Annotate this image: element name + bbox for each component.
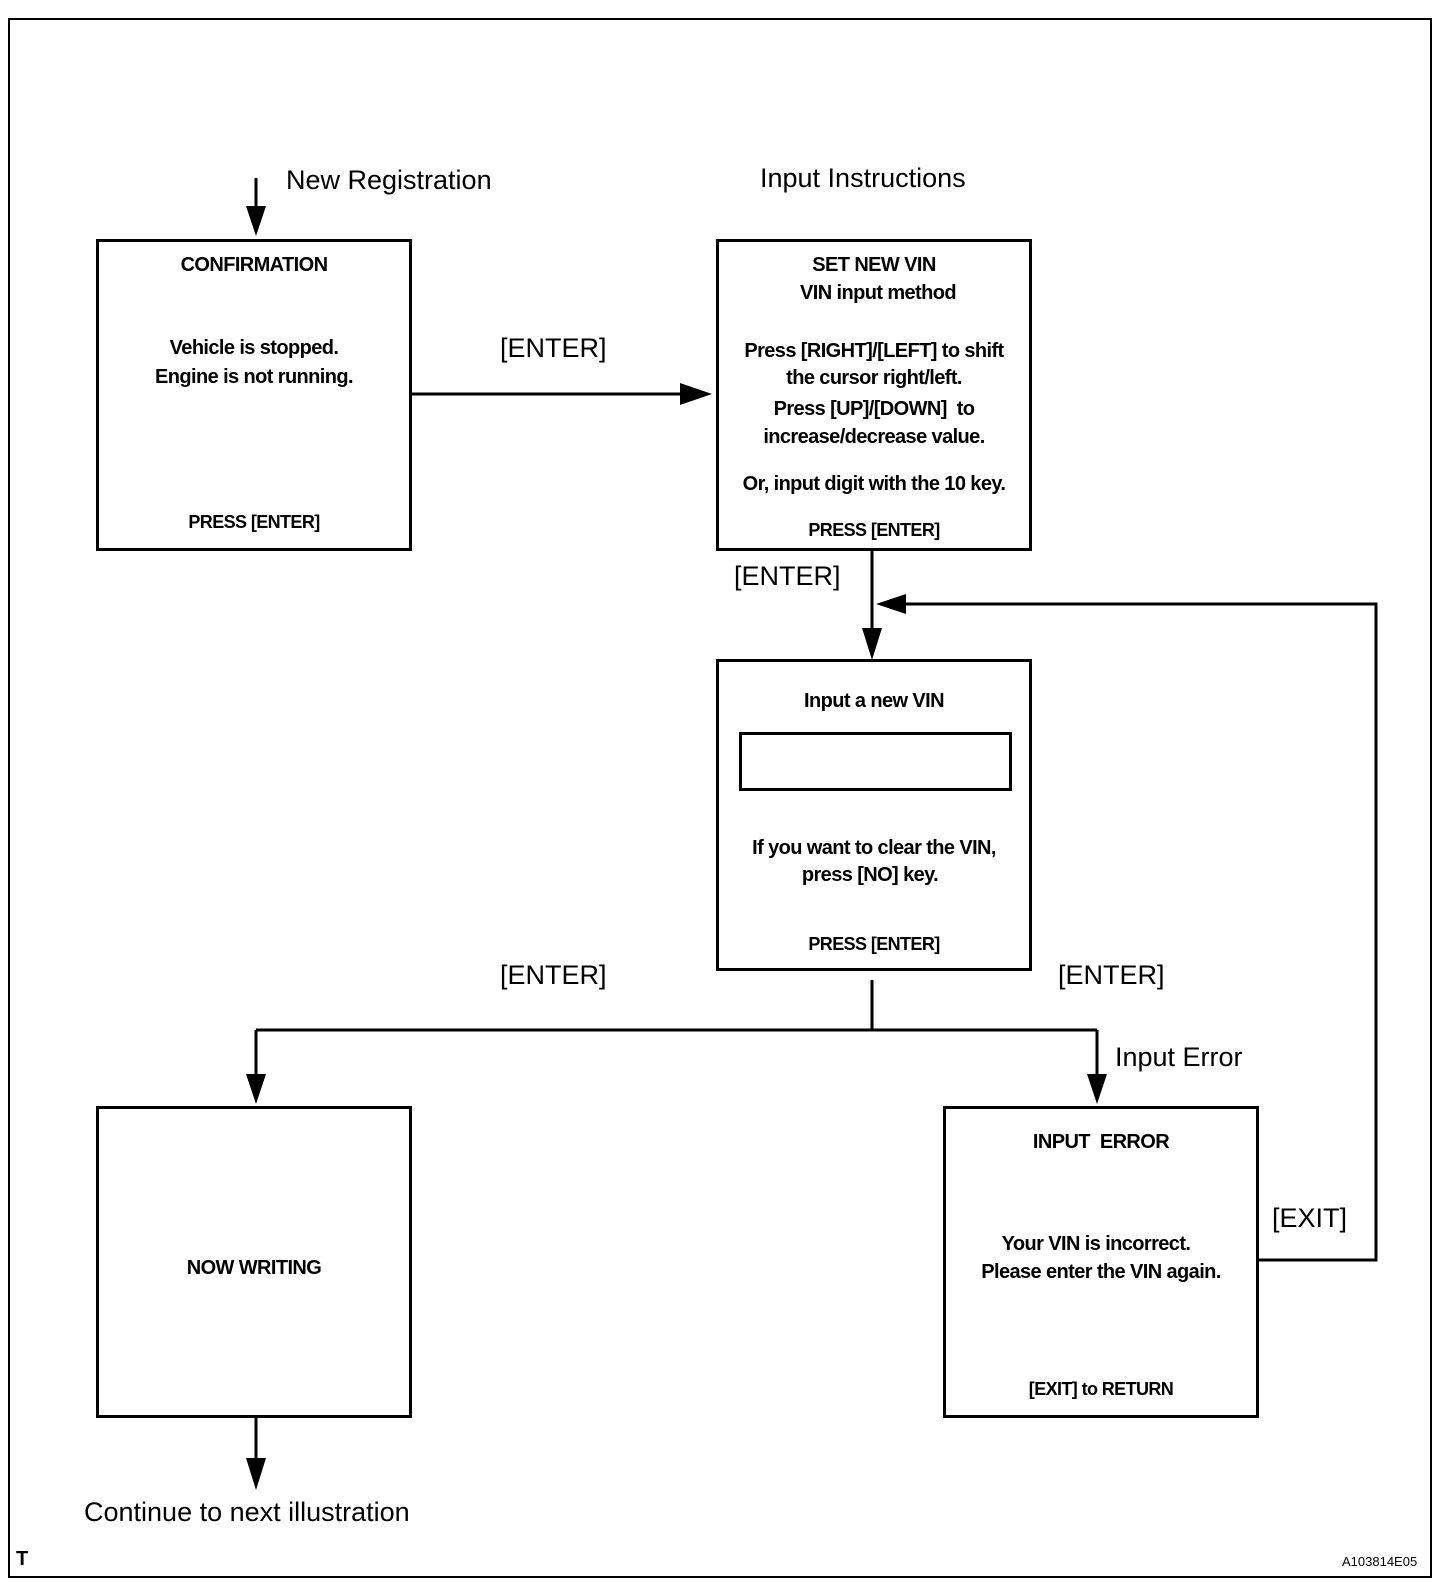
label-enter-setvin: [ENTER] (734, 561, 841, 591)
label-input-error: Input Error (1115, 1042, 1243, 1072)
label-exit: [EXIT] (1272, 1203, 1348, 1233)
inputerror-line2: Please enter the VIN again. (981, 1261, 1221, 1283)
inputvin-footer: PRESS [ENTER] (808, 934, 940, 954)
confirmation-title: CONFIRMATION (180, 254, 328, 276)
label-enter-to-writing: [ENTER] (500, 960, 607, 990)
inputvin-line1: If you want to clear the VIN, (752, 837, 996, 859)
setvin-title: SET NEW VIN (812, 254, 936, 276)
vin-input-field[interactable] (739, 732, 1012, 791)
screen-input-new-vin: Input a new VIN If you want to clear the… (716, 659, 1032, 971)
arrow-exit-loop (900, 602, 1378, 1262)
setvin-line4: increase/decrease value. (763, 426, 985, 448)
setvin-line5: Or, input digit with the 10 key. (742, 473, 1006, 495)
nowwriting-title: NOW WRITING (186, 1257, 322, 1279)
label-new-registration: New Registration (286, 165, 492, 195)
inputerror-line1: Your VIN is incorrect. (1001, 1233, 1191, 1255)
inputerror-footer: [EXIT] to RETURN (1028, 1379, 1174, 1399)
setvin-subtitle: VIN input method (800, 282, 957, 304)
inputerror-title: INPUT ERROR (1032, 1131, 1170, 1153)
screen-input-error: INPUT ERROR Your VIN is incorrect. Pleas… (943, 1106, 1259, 1418)
screen-set-new-vin: SET NEW VIN VIN input method Press [RIGH… (716, 239, 1032, 551)
corner-letter: T (16, 1548, 29, 1570)
label-continue: Continue to next illustration (84, 1497, 410, 1527)
screen-confirmation: CONFIRMATION Vehicle is stopped. Engine … (96, 239, 412, 551)
label-enter-to-error: [ENTER] (1058, 960, 1165, 990)
label-enter-confirm: [ENTER] (500, 333, 607, 363)
confirmation-line1: Vehicle is stopped. (169, 337, 339, 359)
screen-now-writing: NOW WRITING (96, 1106, 412, 1418)
confirmation-footer: PRESS [ENTER] (188, 512, 320, 532)
setvin-line1: Press [RIGHT]/[LEFT] to shift (744, 340, 1004, 362)
confirmation-line2: Engine is not running. (155, 366, 354, 388)
setvin-footer: PRESS [ENTER] (808, 520, 940, 540)
inputvin-line2: press [NO] key. (801, 864, 939, 886)
setvin-line2: the cursor right/left. (786, 367, 962, 389)
label-input-instructions: Input Instructions (760, 163, 966, 193)
diagram-frame (8, 18, 1432, 1578)
setvin-line3: Press [UP]/[DOWN] to (773, 398, 975, 420)
figure-code: A103814E05 (1342, 1554, 1418, 1569)
inputvin-title: Input a new VIN (804, 690, 945, 712)
